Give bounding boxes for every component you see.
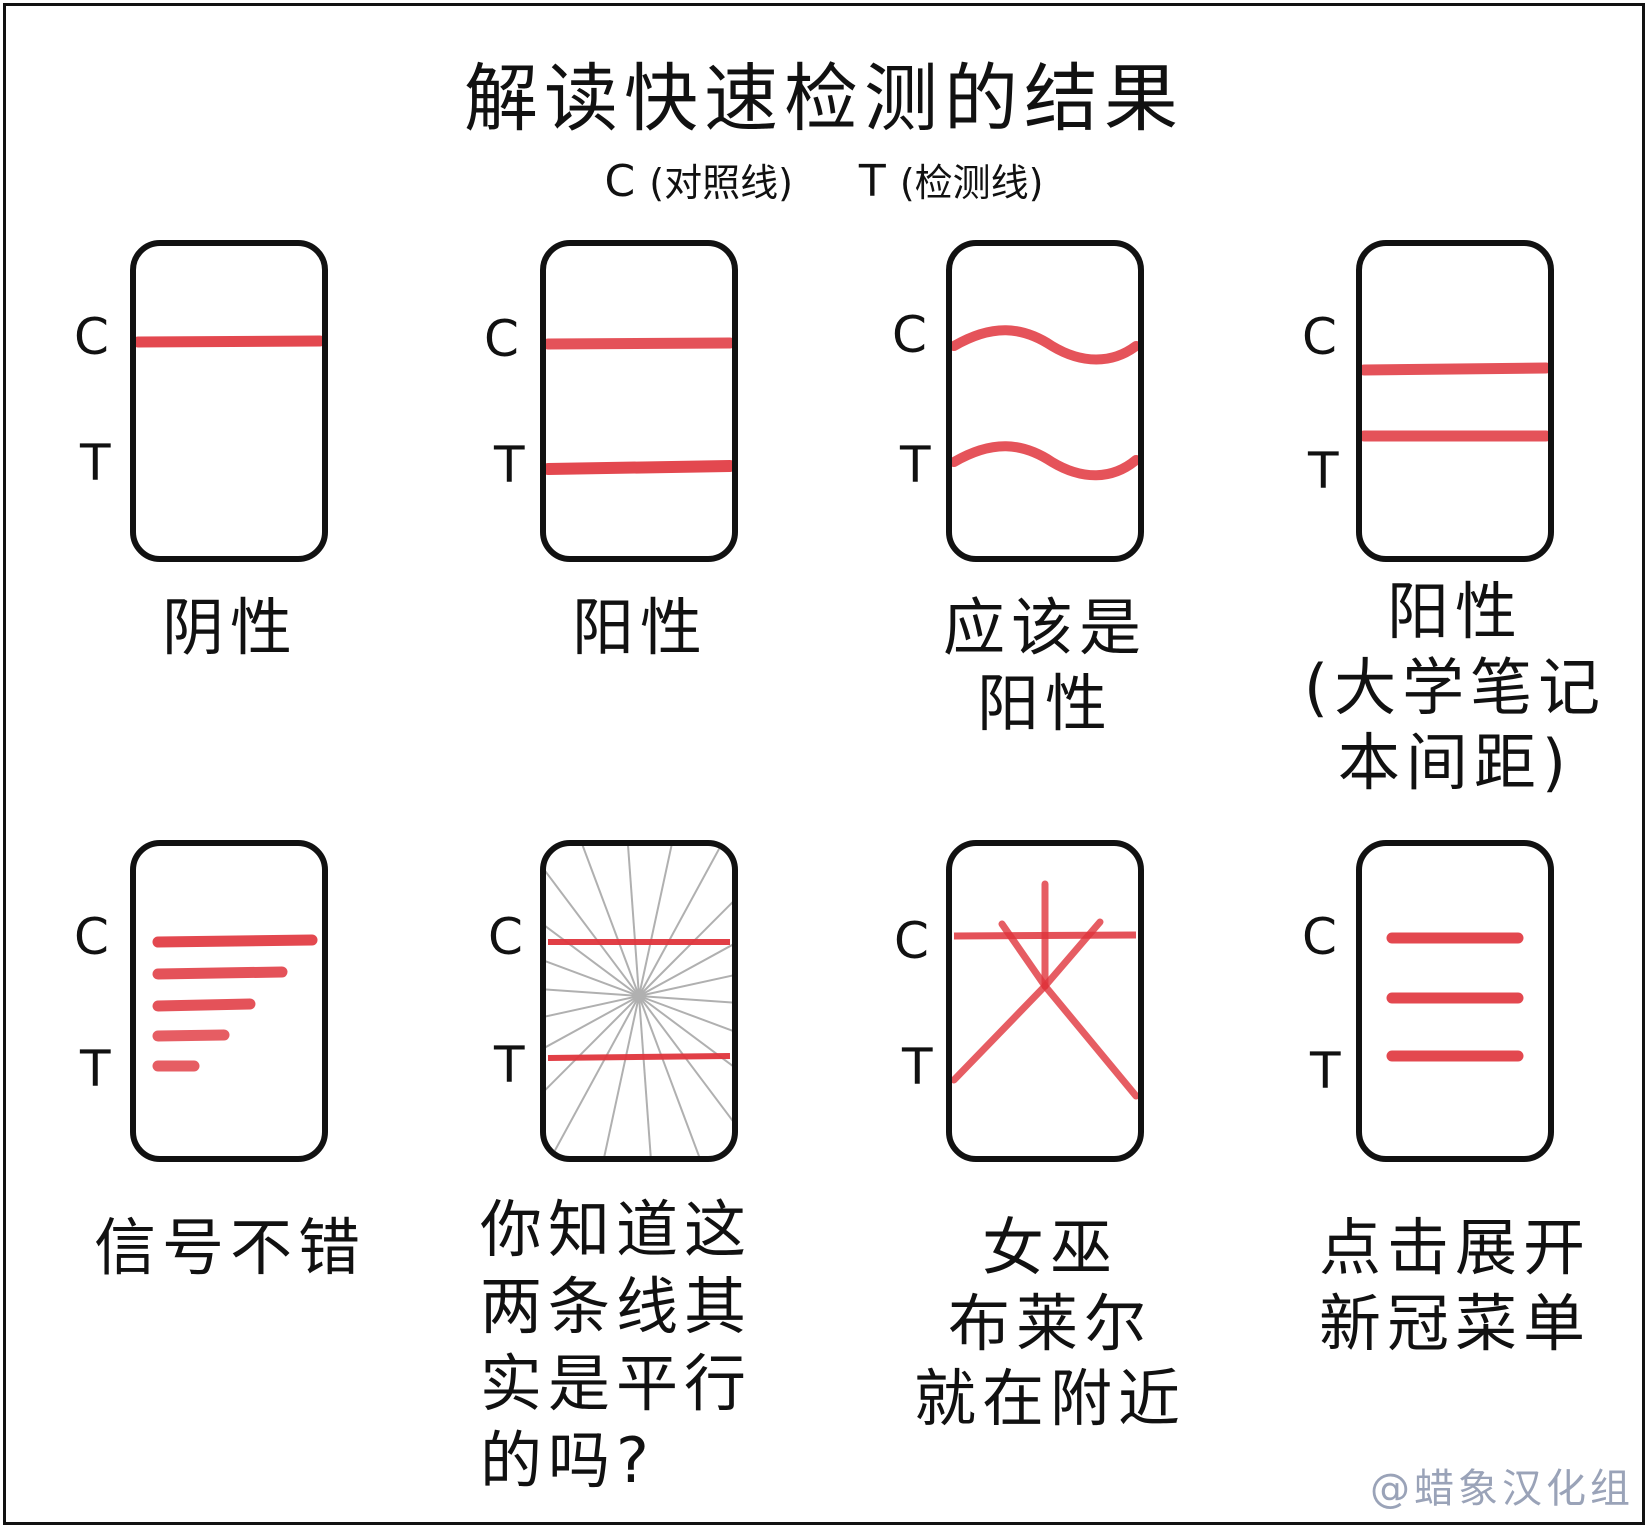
t-label: T — [80, 434, 111, 492]
test-line — [952, 441, 1138, 481]
test-line — [547, 1053, 731, 1061]
c-label: C — [892, 306, 927, 364]
legend-control-letter: C — [604, 156, 636, 207]
perspective-line — [638, 995, 732, 1122]
legend-subtitle: C (对照线) T (检测线) — [0, 160, 1648, 204]
test-line — [546, 460, 732, 475]
panel-caption: 女巫 布莱尔 就在附近 — [913, 1211, 1186, 1436]
perspective-line — [546, 925, 640, 997]
signal-bar — [152, 998, 256, 1012]
strip-drawing — [952, 880, 1138, 1100]
perspective-line — [638, 846, 722, 997]
perspective-line — [638, 974, 732, 997]
control-line — [1362, 362, 1548, 376]
test-strip — [130, 240, 328, 562]
perspective-line — [627, 846, 640, 997]
test-strip — [540, 240, 738, 562]
strip-drawing — [546, 846, 732, 1156]
perspective-lines — [546, 846, 732, 1156]
strip-drawing — [1362, 362, 1548, 442]
strip-drawing — [136, 335, 322, 348]
panel-caption: 信号不错 — [93, 1211, 366, 1284]
legend-test-letter: T — [858, 156, 886, 207]
figure-stroke — [952, 982, 1049, 1084]
perspective-line — [638, 995, 652, 1156]
t-label: T — [494, 436, 525, 494]
c-label: C — [1302, 908, 1337, 966]
translator-credit: @蜡象汉化组 — [1370, 1466, 1634, 1512]
perspective-line — [638, 995, 732, 1067]
c-label: C — [74, 308, 109, 366]
t-label: T — [1310, 1042, 1341, 1100]
t-label: T — [900, 436, 931, 494]
perspective-line — [546, 988, 640, 997]
panel-caption: 应该是 阳性 — [942, 591, 1147, 740]
perspective-line — [638, 846, 673, 997]
panel-caption: 点击展开 新冠菜单 — [1318, 1211, 1591, 1360]
t-label: T — [902, 1038, 933, 1096]
t-label: T — [494, 1036, 525, 1094]
legend-test-desc: (检测线) — [899, 161, 1044, 205]
panel-caption: 阳性 (大学笔记 本间距) — [1303, 575, 1607, 800]
control-line — [136, 335, 322, 348]
strip-drawing — [546, 337, 732, 475]
signal-bar — [152, 1029, 230, 1042]
t-label: T — [1308, 442, 1339, 500]
panel-caption: 阳性 — [571, 591, 708, 664]
strip-drawing — [1386, 932, 1524, 1062]
signal-bar — [152, 934, 318, 948]
perspective-line — [603, 995, 640, 1156]
panel-caption: 你知道这 两条线其 实是平行 的吗? — [480, 1193, 753, 1497]
panel-caption: 阴性 — [161, 591, 298, 664]
control-line — [952, 325, 1138, 365]
figure-stroke — [1041, 918, 1104, 990]
legend-control: C (对照线) — [605, 160, 793, 204]
perspective-line — [638, 995, 732, 1032]
test-strip — [946, 840, 1144, 1162]
test-strip — [540, 840, 738, 1162]
comic-frame — [3, 3, 1645, 1525]
test-strip — [946, 240, 1144, 562]
perspective-line — [581, 846, 640, 997]
c-label: C — [74, 908, 109, 966]
strip-drawing — [952, 325, 1138, 481]
strip-drawing — [152, 934, 318, 1072]
legend-test: T (检测线) — [859, 160, 1044, 204]
c-label: C — [1302, 308, 1337, 366]
figure-stroke — [1041, 982, 1138, 1100]
signal-bar — [152, 966, 288, 980]
t-label: T — [80, 1040, 111, 1098]
perspective-line — [546, 995, 640, 1018]
perspective-line — [638, 995, 732, 1004]
legend-control-desc: (对照线) — [649, 161, 793, 205]
c-label: C — [894, 912, 929, 970]
perspective-line — [638, 995, 701, 1156]
figure-stroke — [998, 920, 1049, 990]
c-label: C — [488, 908, 523, 966]
perspective-line — [546, 995, 640, 1091]
perspective-line — [638, 901, 732, 997]
test-strip — [1356, 240, 1554, 562]
comic-title: 解读快速检测的结果 — [464, 56, 1184, 142]
perspective-line — [546, 995, 640, 1049]
c-label: C — [484, 310, 519, 368]
control-line — [546, 337, 732, 350]
test-strip — [1356, 840, 1554, 1162]
perspective-line — [638, 943, 732, 997]
test-strip — [130, 840, 328, 1162]
perspective-line — [546, 870, 640, 997]
perspective-line — [546, 960, 640, 997]
